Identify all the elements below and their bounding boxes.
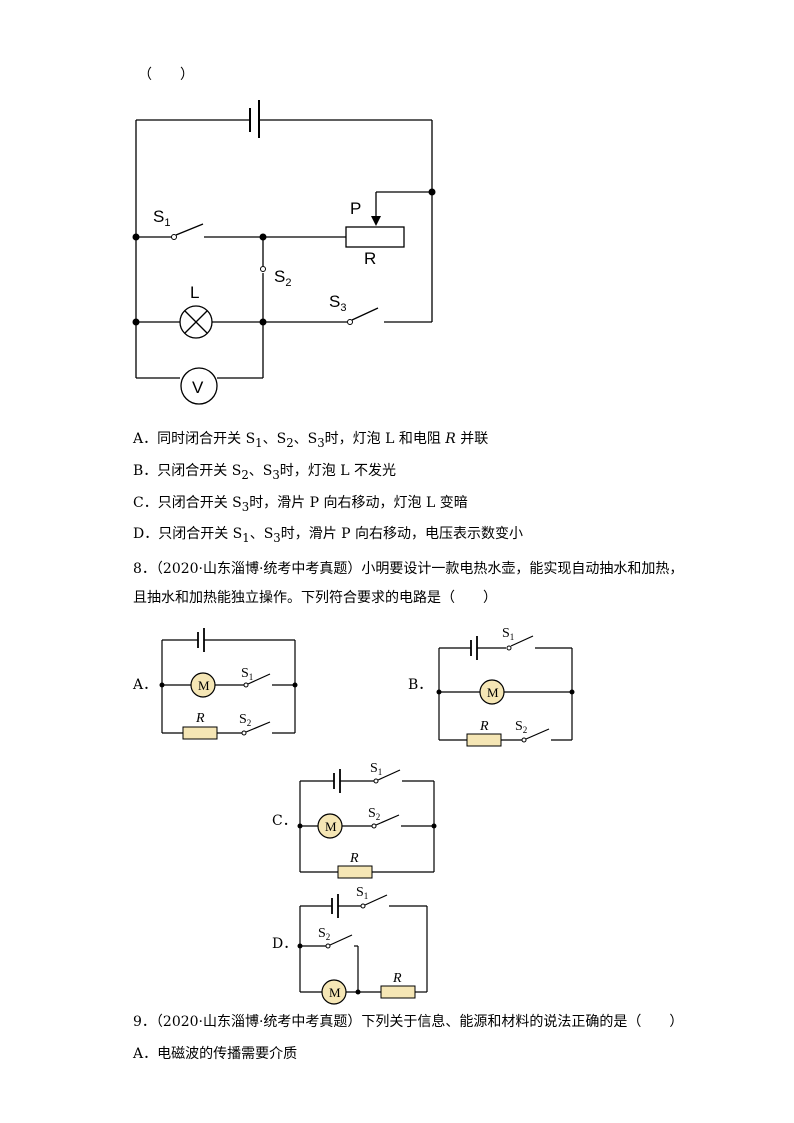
q8-stem-line1: 8．（2020·山东淄博·统考中考真题）小明要设计一款电热水壶，能实现自动抽水和… <box>133 561 684 577</box>
svg-text:R: R <box>349 851 359 866</box>
q7-option-b: B．只闭合开关 S2、S3时，灯泡 L 不发光 <box>133 463 396 482</box>
s1-label: S1 <box>153 207 170 229</box>
q9-option-a: A．电磁波的传播需要介质 <box>133 1046 298 1062</box>
svg-text:R: R <box>479 719 489 734</box>
q8-option-d-label: D． <box>272 936 298 952</box>
circuit-a: M R S1 S2 <box>159 628 298 740</box>
svg-text:S2: S2 <box>239 712 251 728</box>
rheostat-r-label: R <box>364 249 376 268</box>
s3-label: S3 <box>329 292 346 314</box>
svg-text:S1: S1 <box>356 885 368 901</box>
q7-option-c: C．只闭合开关 S3时，滑片 P 向右移动，灯泡 L 变暗 <box>133 495 468 514</box>
svg-text:S2: S2 <box>368 806 380 822</box>
q7-option-a: A．同时闭合开关 S1、S2、S3时，灯泡 L 和电阻 R 并联 <box>133 431 489 450</box>
slider-p-label: P <box>350 199 361 218</box>
svg-text:R: R <box>392 971 402 986</box>
slider-arrow-icon <box>371 216 381 226</box>
answer-blank: （ ） <box>138 67 194 83</box>
svg-text:S1: S1 <box>241 666 253 682</box>
q7-option-d: D．只闭合开关 S1、S3时，滑片 P 向右移动，电压表示数变小 <box>133 526 524 545</box>
svg-text:M: M <box>487 685 499 700</box>
svg-text:S2: S2 <box>318 926 330 942</box>
lamp-l-label: L <box>190 283 199 302</box>
circuit-b: M R S1 S2 <box>436 626 575 747</box>
svg-text:R: R <box>195 711 205 726</box>
resistor-icon <box>182 726 218 740</box>
q8-option-b-label: B． <box>408 677 433 693</box>
q8-option-a-label: A． <box>133 677 158 693</box>
svg-text:M: M <box>198 678 210 693</box>
svg-text:S1: S1 <box>370 761 382 777</box>
q8-stem-line2: 且抽水和加热能独立操作。下列符合要求的电路是（ ） <box>133 590 497 606</box>
circuit-c: M R S1 S2 <box>297 761 437 879</box>
circuit-d: M R S1 S2 <box>297 885 428 1005</box>
svg-text:S2: S2 <box>515 719 527 735</box>
s2-label: S2 <box>274 267 291 289</box>
svg-text:M: M <box>325 819 337 834</box>
voltmeter-v-label: V <box>192 378 204 397</box>
q9-stem: 9．（2020·山东淄博·统考中考真题）下列关于信息、能源和材料的说法正确的是（… <box>133 1014 684 1030</box>
svg-text:S1: S1 <box>502 626 514 642</box>
q8-option-c-label: C． <box>272 813 297 829</box>
svg-text:M: M <box>329 985 341 1000</box>
